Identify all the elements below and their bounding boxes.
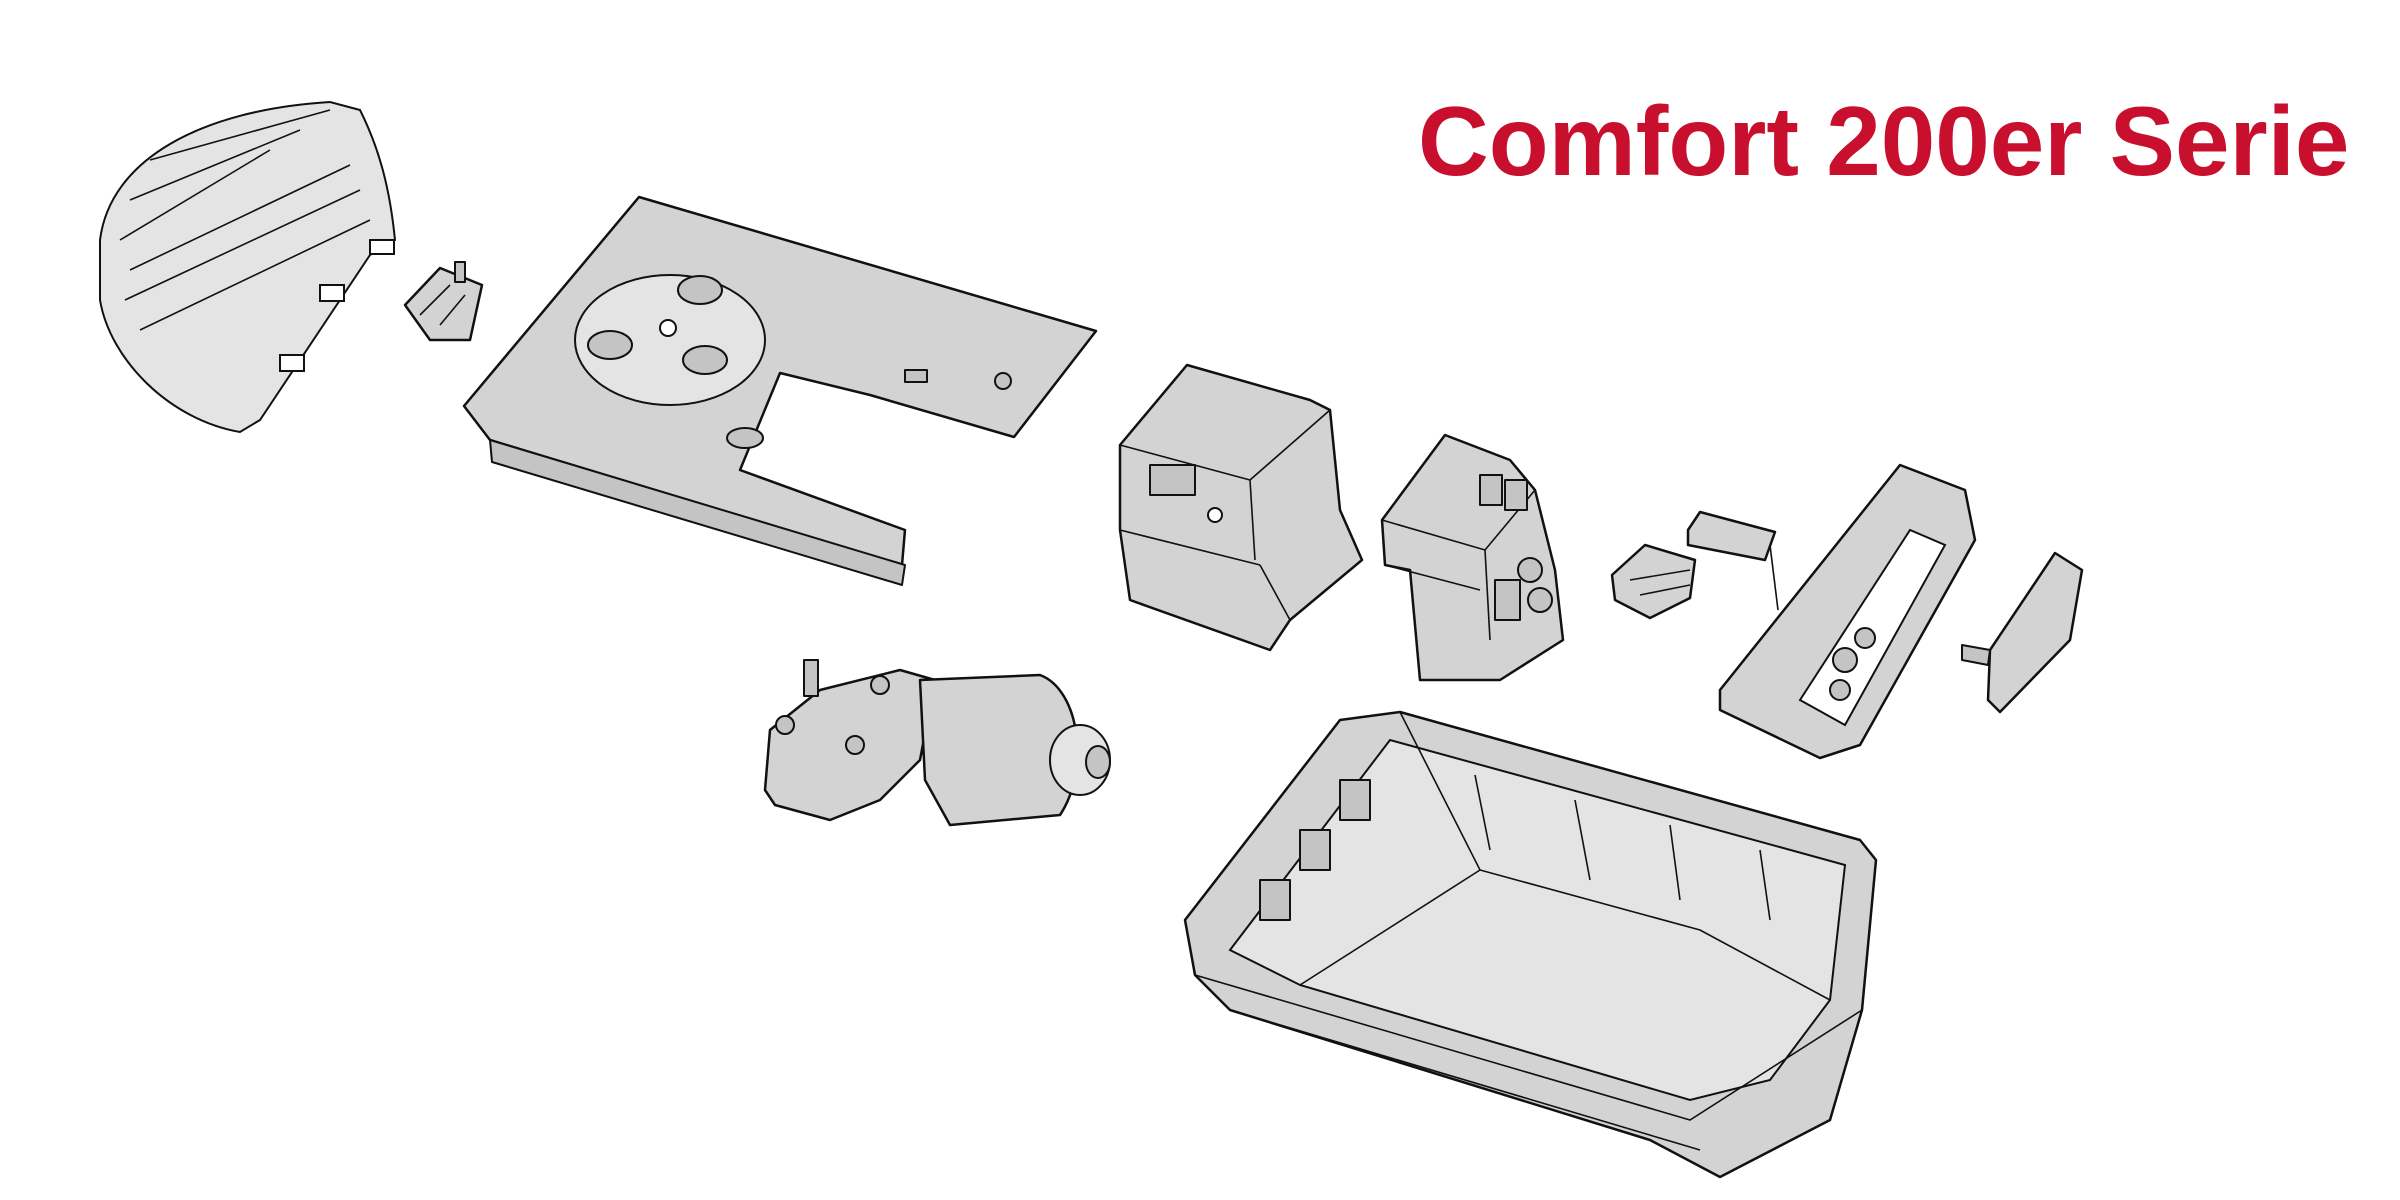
- gear-motor: [763, 659, 1111, 827]
- base-plate: [462, 195, 1098, 586]
- terminal-connector: [1610, 543, 1697, 620]
- transformer: [1118, 363, 1364, 652]
- control-board: [1380, 433, 1565, 682]
- radio-module: [1686, 510, 1779, 611]
- lamp-socket: [403, 261, 484, 342]
- lamp-cover: [99, 100, 397, 434]
- control-panel-bezel: [1718, 463, 1977, 760]
- panel-cover: [1961, 551, 2084, 714]
- diagram-title: Comfort 200er Serie: [1418, 86, 2350, 196]
- housing: [1183, 710, 1878, 1179]
